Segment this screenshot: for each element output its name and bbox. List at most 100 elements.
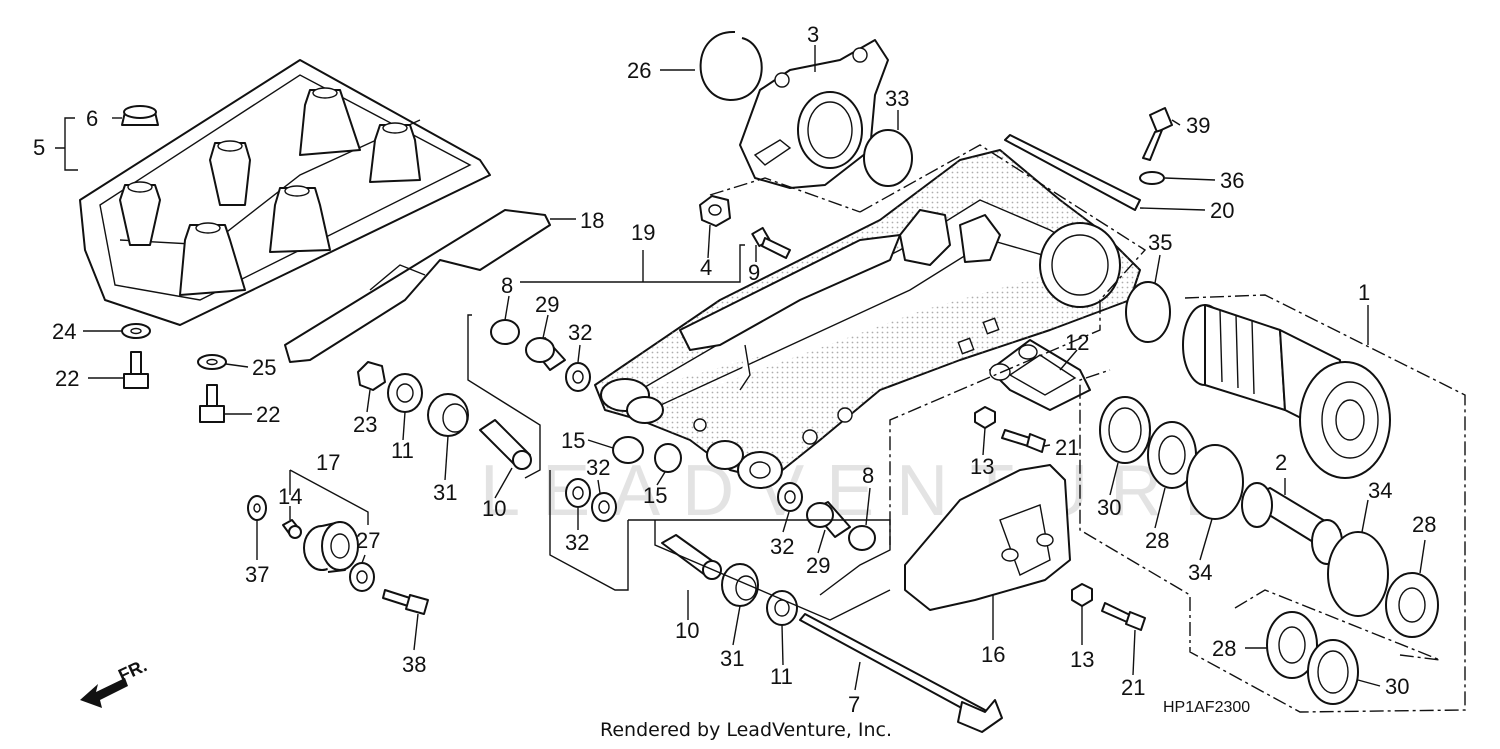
callout-36[interactable]: 36 bbox=[1220, 168, 1244, 193]
part-28-bearing-upper[interactable] bbox=[1147, 421, 1197, 489]
part-32-bearing-c[interactable] bbox=[591, 492, 617, 522]
part-8-collar-lower[interactable] bbox=[848, 525, 876, 551]
part-22-bolt-lower[interactable] bbox=[199, 384, 225, 423]
part-28-bearing-lower[interactable] bbox=[1266, 611, 1318, 679]
part-7-pivot-bolt[interactable] bbox=[799, 613, 1003, 733]
part-6-rubber-mount[interactable] bbox=[121, 105, 159, 126]
part-4-nut[interactable] bbox=[699, 195, 731, 227]
part-12-bracket[interactable] bbox=[989, 339, 1091, 411]
part-18-chain-slider[interactable] bbox=[284, 209, 551, 363]
part-31-bushing-upper[interactable] bbox=[427, 393, 469, 437]
callout-23[interactable]: 23 bbox=[353, 412, 377, 437]
callout-30a[interactable]: 30 bbox=[1097, 495, 1121, 520]
part-1-axle-housing[interactable] bbox=[1182, 304, 1391, 479]
part-32-bearing-d[interactable] bbox=[777, 482, 803, 512]
callout-2[interactable]: 2 bbox=[1275, 450, 1287, 475]
callout-9[interactable]: 9 bbox=[748, 260, 760, 285]
part-30-seal-lower[interactable] bbox=[1307, 639, 1359, 705]
part-13-collar-upper[interactable] bbox=[974, 406, 996, 429]
part-8-collar-upper[interactable] bbox=[490, 319, 520, 345]
callout-38[interactable]: 38 bbox=[402, 652, 426, 677]
callout-32b[interactable]: 32 bbox=[586, 455, 610, 480]
callout-25[interactable]: 25 bbox=[252, 355, 276, 380]
part-11-cap-lower[interactable] bbox=[766, 590, 798, 626]
callout-32d[interactable]: 32 bbox=[770, 534, 794, 559]
part-26-circlip[interactable] bbox=[699, 30, 763, 101]
callout-29a[interactable]: 29 bbox=[535, 292, 559, 317]
callout-33[interactable]: 33 bbox=[885, 86, 909, 111]
callout-28c[interactable]: 28 bbox=[1212, 636, 1236, 661]
part-20-chain-guide[interactable] bbox=[1004, 134, 1141, 211]
callout-39[interactable]: 39 bbox=[1186, 113, 1210, 138]
callout-10b[interactable]: 10 bbox=[675, 618, 699, 643]
part-30-seal-upper[interactable] bbox=[1099, 396, 1151, 464]
callout-8a[interactable]: 8 bbox=[501, 273, 513, 298]
part-36-washer[interactable] bbox=[1139, 171, 1165, 185]
part-3-caliper-bracket[interactable] bbox=[739, 39, 889, 189]
callout-1[interactable]: 1 bbox=[1358, 280, 1370, 305]
callout-19[interactable]: 19 bbox=[631, 220, 655, 245]
callout-18[interactable]: 18 bbox=[580, 208, 604, 233]
callout-31a[interactable]: 31 bbox=[433, 480, 457, 505]
callout-30b[interactable]: 30 bbox=[1385, 674, 1409, 699]
part-31-bushing-lower[interactable] bbox=[721, 563, 759, 607]
part-2-collar[interactable] bbox=[1241, 482, 1343, 565]
part-9-stud[interactable] bbox=[751, 226, 791, 259]
callout-11b[interactable]: 11 bbox=[770, 664, 793, 689]
callout-20[interactable]: 20 bbox=[1210, 198, 1234, 223]
callout-16[interactable]: 16 bbox=[981, 642, 1005, 667]
callout-3[interactable]: 3 bbox=[807, 22, 819, 47]
callout-26[interactable]: 26 bbox=[627, 58, 651, 83]
callout-15a[interactable]: 15 bbox=[561, 428, 585, 453]
part-34-o-ring-lower[interactable] bbox=[1327, 531, 1389, 617]
callout-7[interactable]: 7 bbox=[848, 692, 860, 717]
part-35-o-ring[interactable] bbox=[1125, 281, 1171, 343]
part-11-cap-upper[interactable] bbox=[387, 373, 423, 413]
part-39-bolt[interactable] bbox=[1142, 107, 1173, 161]
callout-11a[interactable]: 11 bbox=[391, 438, 414, 463]
callout-32c[interactable]: 32 bbox=[565, 530, 589, 555]
callout-15b[interactable]: 15 bbox=[643, 483, 667, 508]
part-28-bearing-right[interactable] bbox=[1385, 572, 1439, 638]
callout-8b[interactable]: 8 bbox=[862, 463, 874, 488]
callout-22b[interactable]: 22 bbox=[256, 402, 280, 427]
part-22-bolt-upper[interactable] bbox=[123, 351, 149, 389]
callout-37[interactable]: 37 bbox=[245, 562, 269, 587]
callout-12[interactable]: 12 bbox=[1065, 330, 1089, 355]
callout-13a[interactable]: 13 bbox=[970, 454, 994, 479]
callout-24[interactable]: 24 bbox=[52, 319, 76, 344]
callout-35[interactable]: 35 bbox=[1148, 230, 1172, 255]
callout-27[interactable]: 27 bbox=[356, 528, 380, 553]
callout-31b[interactable]: 31 bbox=[720, 646, 744, 671]
callout-10a[interactable]: 10 bbox=[482, 496, 506, 521]
callout-6[interactable]: 6 bbox=[86, 106, 98, 131]
part-15-cap-b[interactable] bbox=[654, 443, 682, 473]
callout-13b[interactable]: 13 bbox=[1070, 647, 1094, 672]
part-23-nut[interactable] bbox=[357, 361, 386, 391]
part-17-eccentric[interactable] bbox=[303, 521, 359, 573]
part-21-bolt-lower[interactable] bbox=[1101, 602, 1146, 631]
callout-17[interactable]: 17 bbox=[316, 450, 340, 475]
callout-21b[interactable]: 21 bbox=[1121, 675, 1145, 700]
callout-14[interactable]: 14 bbox=[278, 484, 302, 509]
part-13-collar-lower[interactable] bbox=[1071, 583, 1093, 607]
part-37-washer[interactable] bbox=[247, 495, 267, 521]
callout-29b[interactable]: 29 bbox=[806, 553, 830, 578]
part-29-bushing-upper[interactable] bbox=[525, 337, 566, 371]
part-10-sleeve-lower[interactable] bbox=[661, 534, 722, 580]
part-15-cap-a[interactable] bbox=[612, 436, 644, 464]
callout-28a[interactable]: 28 bbox=[1145, 528, 1169, 553]
part-10-sleeve-upper[interactable] bbox=[479, 419, 532, 470]
part-21-bolt-upper[interactable] bbox=[1001, 429, 1046, 453]
callout-5[interactable]: 5 bbox=[33, 135, 45, 160]
callout-28b[interactable]: 28 bbox=[1412, 512, 1436, 537]
part-5-cover[interactable] bbox=[79, 59, 491, 326]
part-24-washer[interactable] bbox=[121, 323, 151, 339]
part-14-pin[interactable] bbox=[282, 519, 302, 539]
part-38-bolt[interactable] bbox=[382, 589, 429, 615]
callout-22a[interactable]: 22 bbox=[55, 366, 79, 391]
part-27-bearing[interactable] bbox=[349, 562, 375, 592]
part-25-washer[interactable] bbox=[197, 354, 227, 370]
callout-32a[interactable]: 32 bbox=[568, 320, 592, 345]
part-32-bearing-b[interactable] bbox=[565, 478, 591, 508]
